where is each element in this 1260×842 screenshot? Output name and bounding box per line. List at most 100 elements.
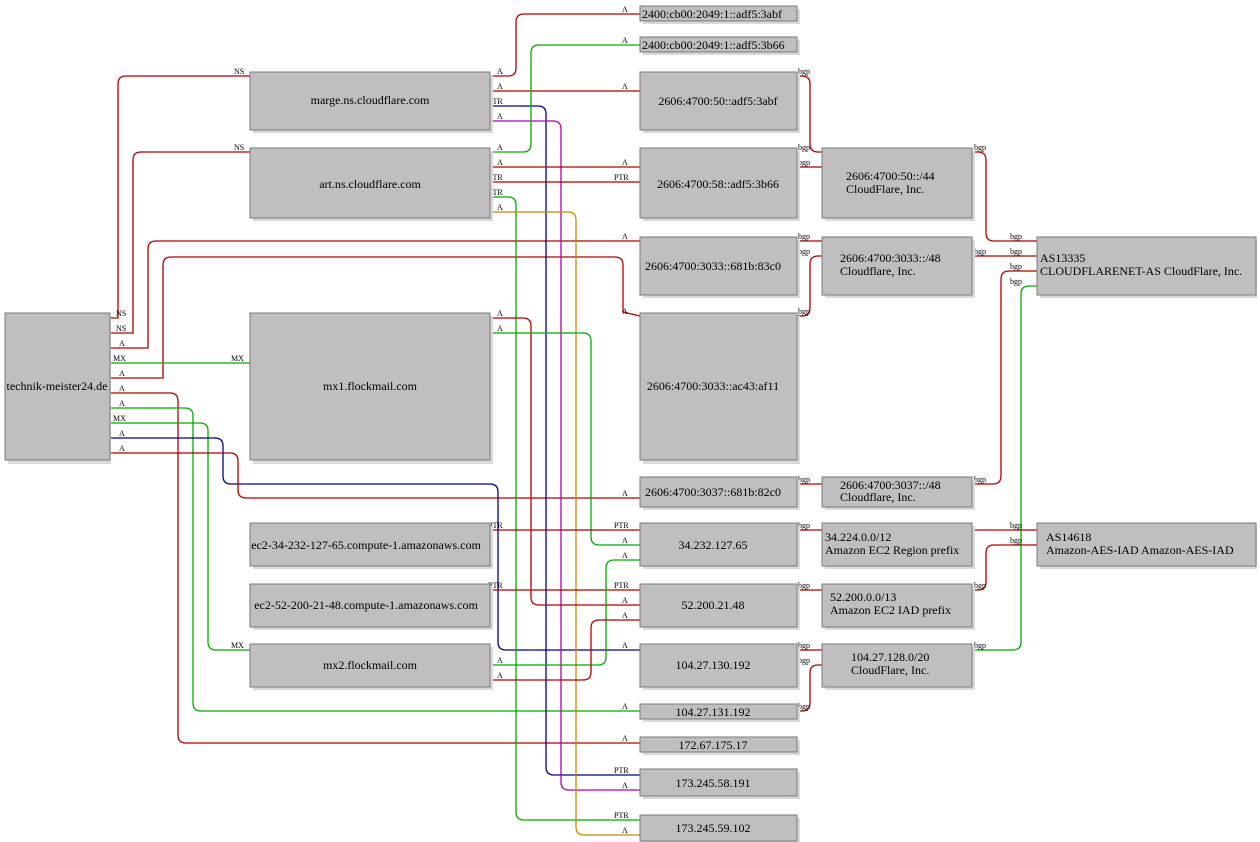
label-in-a-52-2: A (622, 611, 628, 620)
node-2400-b66[interactable] (639, 36, 798, 53)
edge-bgp-50-pfx (797, 75, 822, 153)
node-3033-83c0[interactable] (639, 236, 798, 296)
node-pfx-50[interactable] (821, 147, 973, 219)
node-ec2-34-label: ec2-34-232-127-65.compute-1.amazonaws.co… (251, 538, 481, 552)
node-3037[interactable] (639, 476, 798, 508)
node-104-130-label: 104.27.130.192 (676, 658, 751, 672)
node-pfx-52-l2: Amazon EC2 IAD prefix (830, 603, 951, 617)
node-34-232[interactable] (639, 522, 798, 567)
label-marge-a1: A (497, 67, 503, 76)
label-in-a-af11: A (622, 307, 628, 316)
edges (110, 13, 1037, 836)
node-2400-abf[interactable] (639, 5, 798, 22)
node-pfx-52[interactable] (821, 583, 973, 628)
label-art-a2: A (497, 158, 503, 167)
node-technik-label: technik-meister24.de (7, 379, 108, 393)
label-bgp-104-130: bgp (798, 641, 810, 650)
label-a-6: A (119, 444, 125, 453)
label-bgp-pfx52: bgp (974, 581, 986, 590)
label-bgp-pfx3037: bgp (974, 475, 986, 484)
label-bgp-as4: bgp (1010, 277, 1022, 286)
label-in-a-34-2: A (622, 551, 628, 560)
label-bgp-52: bgp (798, 581, 810, 590)
node-104-130[interactable] (639, 643, 798, 688)
node-pfx-3033[interactable] (821, 236, 973, 296)
label-mx2-a2: A (497, 671, 503, 680)
node-pfx-34-l1: 34.224.0.0/12 (825, 530, 891, 544)
node-mx1[interactable] (249, 312, 491, 461)
node-as13335[interactable] (1036, 236, 1257, 296)
node-3033-83c0-label: 2606:4700:3033::681b:83c0 (645, 259, 781, 273)
label-mx1-a2: A (497, 324, 503, 333)
node-technik-meister24[interactable] (4, 312, 111, 461)
edge-bgp-104-131-pfx (797, 664, 822, 712)
edge-art-a-173-102 (490, 211, 640, 836)
node-173-191-label: 173.245.58.191 (676, 776, 751, 790)
label-mx-mx1: MX (231, 354, 244, 363)
node-3037-label: 2606:4700:3037::681b:82c0 (645, 485, 781, 499)
node-2606-58[interactable] (639, 147, 798, 219)
label-art-a3: A (497, 203, 503, 212)
edge-bgp-pfx52-as14618 (972, 544, 1037, 591)
node-104-131[interactable] (639, 703, 798, 720)
edge-ns-art (110, 151, 250, 334)
label-ns-marge: NS (234, 67, 244, 76)
node-ec2-52-label: ec2-52-200-21-48.compute-1.amazonaws.com (254, 598, 478, 612)
node-mx2-label: mx2.flockmail.com (323, 658, 418, 672)
label-in-a-173-102: A (622, 826, 628, 835)
node-173-191[interactable] (639, 768, 798, 797)
node-mx2[interactable] (249, 643, 491, 688)
label-a-2: A (119, 369, 125, 378)
node-104-131-label: 104.27.131.192 (676, 705, 751, 719)
label-ec2-34-ptr: PTR (488, 521, 503, 530)
node-3033-af11[interactable] (639, 312, 798, 461)
node-172[interactable] (639, 736, 798, 753)
node-pfx-3037-l1: 2606:4700:3037::/48 (840, 478, 941, 492)
label-marge-ptr: PTR (488, 97, 503, 106)
edge-mx-mx2 (110, 422, 250, 651)
label-in-a-173-191: A (622, 781, 628, 790)
label-in-a-52-1: A (622, 596, 628, 605)
label-mx-mx2: MX (231, 641, 244, 650)
label-bgp-3033b: bgp (798, 247, 810, 256)
node-34-232-label: 34.232.127.65 (679, 538, 748, 552)
label-bgp-58b: bgp (798, 158, 810, 167)
label-in-ptr-173-102: PTR (614, 811, 629, 820)
edge-bgp-pfx3037-as13335 (972, 270, 1037, 485)
edge-a-3033-83c0 (110, 240, 640, 349)
label-in-ptr-34: PTR (614, 521, 629, 530)
node-2606-50[interactable] (639, 71, 798, 131)
node-pfx-3033-l1: 2606:4700:3033::/48 (840, 251, 941, 265)
label-in-ptr-52: PTR (614, 581, 629, 590)
label-in-ptr-173-191: PTR (614, 766, 629, 775)
node-pfx-34[interactable] (821, 522, 973, 567)
edge-a-3037 (110, 452, 640, 499)
label-in-a-83c0: A (622, 232, 628, 241)
edge-bgp-pfx104-as13335 (972, 285, 1037, 651)
node-marge-ns[interactable] (249, 71, 491, 131)
label-in-ptr-58: PTR (614, 173, 629, 182)
node-173-102[interactable] (639, 814, 798, 842)
node-52-200[interactable] (639, 583, 798, 628)
label-bgp-pfx3033: bgp (974, 247, 986, 256)
label-in-a-104-131: A (622, 702, 628, 711)
label-a-1: A (119, 339, 125, 348)
node-pfx-104[interactable] (821, 643, 973, 688)
node-pfx-3037[interactable] (821, 476, 973, 508)
edge-a-104-130 (110, 437, 640, 651)
edge-a-172 (110, 392, 640, 744)
node-pfx-50-l1: 2606:4700:50::/44 (846, 169, 935, 183)
label-marge-a2: A (497, 82, 503, 91)
edge-mx1-a-34 (490, 332, 640, 546)
node-pfx-50-l2: CloudFlare, Inc. (846, 182, 924, 196)
node-ec2-34[interactable] (249, 522, 491, 567)
label-bgp-as1: bgp (1010, 232, 1022, 241)
label-bgp-50: bgp (798, 67, 810, 76)
label-mx1-a1: A (497, 309, 503, 318)
label-ns-art: NS (234, 143, 244, 152)
node-as14618[interactable] (1036, 522, 1257, 567)
node-art-ns[interactable] (249, 147, 491, 219)
node-ec2-52[interactable] (249, 583, 491, 628)
